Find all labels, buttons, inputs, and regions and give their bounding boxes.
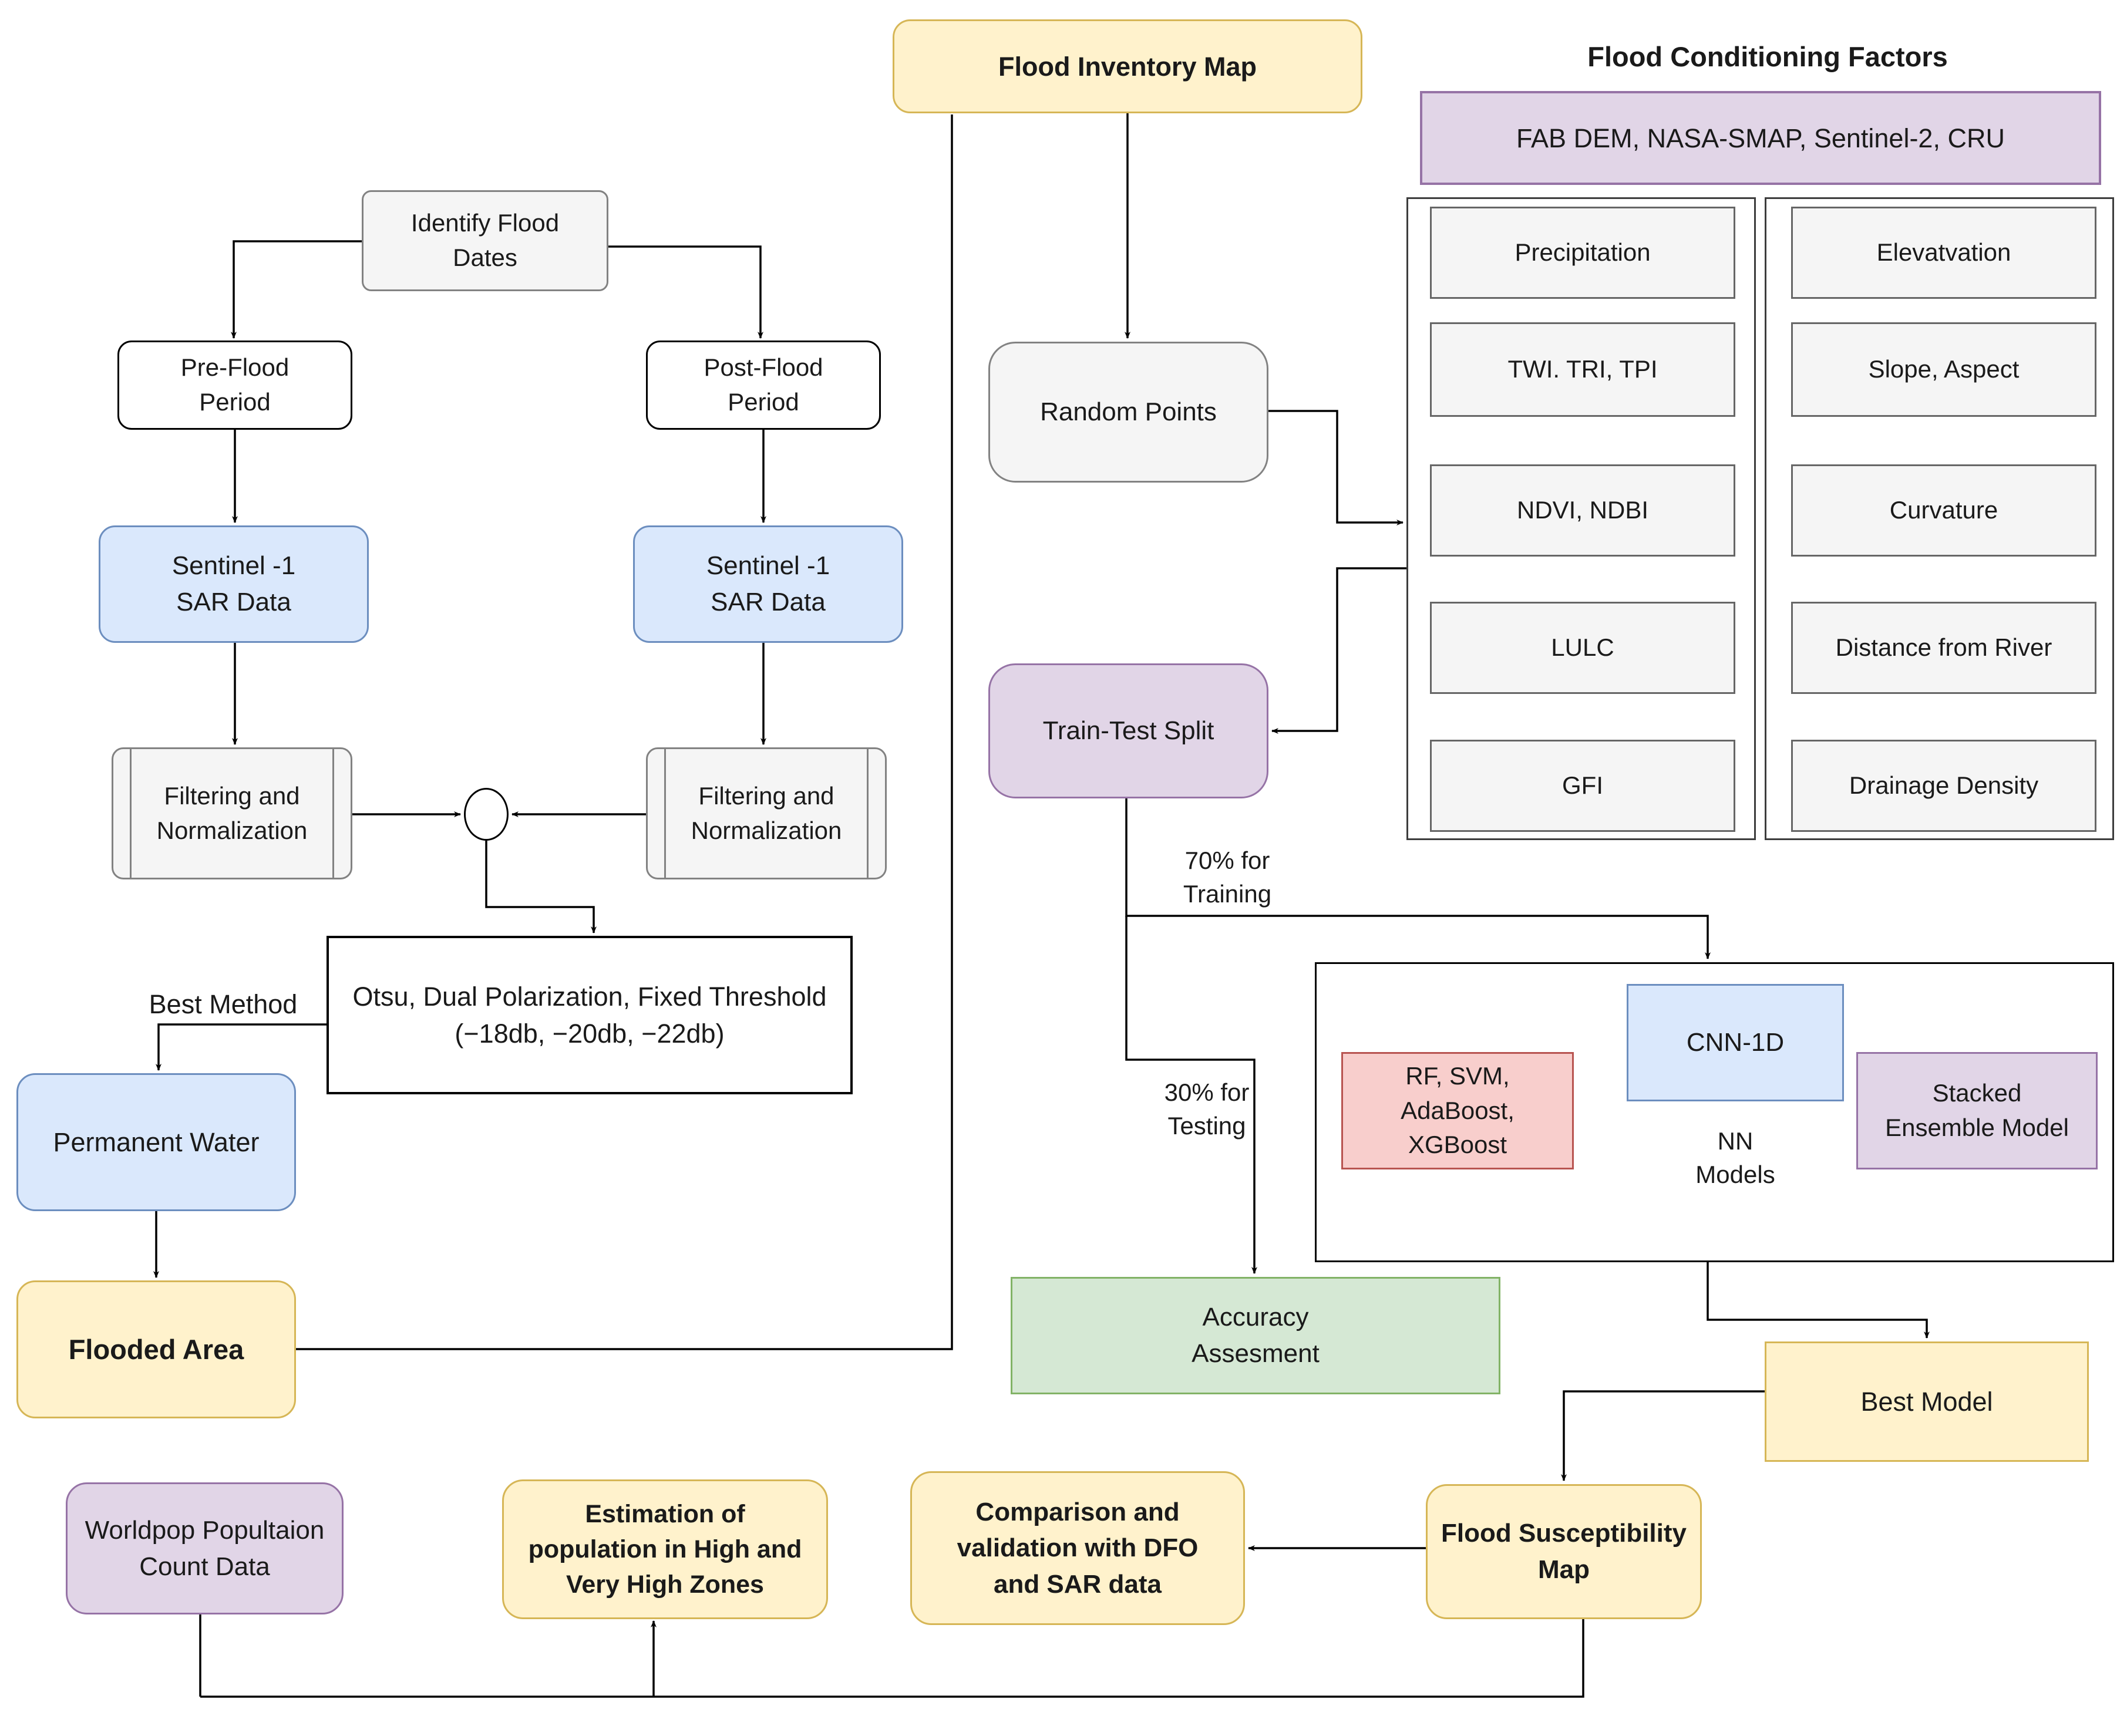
edge-models-to-bestmodel xyxy=(1707,1262,1930,1339)
factor-precipitation: Precipitation xyxy=(1430,207,1735,299)
factor-elevation: Elevatvation xyxy=(1791,207,2096,299)
factor-slope-aspect: Slope, Aspect xyxy=(1791,322,2096,417)
edge-junction-to-otsu xyxy=(485,841,597,933)
node-rf-svm-adaboost-xgboost: RF, SVM, AdaBoost, XGBoost xyxy=(1341,1052,1574,1169)
testing-split-label: 30% for Testing xyxy=(1164,1078,1250,1140)
node-filtering-left: Filtering and Normalization xyxy=(112,747,352,879)
edge-identify-to-postflood xyxy=(608,245,763,339)
training-split-label: 70% for Training xyxy=(1183,846,1272,908)
process-side-bar xyxy=(867,749,869,878)
factor-curvature: Curvature xyxy=(1791,464,2096,557)
node-otsu-threshold: Otsu, Dual Polarization, Fixed Threshold… xyxy=(327,936,853,1094)
node-train-test-split: Train-Test Split xyxy=(988,663,1268,798)
node-permanent-water: Permanent Water xyxy=(16,1073,296,1211)
edge-traintest-to-accuracy-30 xyxy=(1125,916,1257,1274)
node-flood-inventory-map: Flood Inventory Map xyxy=(893,19,1362,113)
node-flooded-area: Flooded Area xyxy=(16,1280,296,1418)
node-filtering-right-label: Filtering and Normalization xyxy=(691,781,842,844)
node-estimation-population: Estimation of population in High and Ver… xyxy=(502,1479,828,1619)
node-factor-sources: FAB DEM, NASA-SMAP, Sentinel-2, CRU xyxy=(1420,91,2101,185)
merge-junction-circle xyxy=(464,788,509,841)
factor-ndvi-ndbi: NDVI, NDBI xyxy=(1430,464,1735,557)
process-side-bar xyxy=(332,749,334,878)
node-identify-flood-dates: Identify Flood Dates xyxy=(362,190,608,291)
process-side-bar xyxy=(664,749,666,878)
factor-distance-river: Distance from River xyxy=(1791,602,2096,694)
node-worldpop-data: Worldpop Popultaion Count Data xyxy=(66,1482,344,1614)
process-side-bar xyxy=(130,749,132,878)
node-filtering-left-label: Filtering and Normalization xyxy=(156,781,308,844)
node-stacked-ensemble: Stacked Ensemble Model xyxy=(1856,1052,2098,1169)
node-best-model: Best Model xyxy=(1765,1341,2089,1462)
factor-lulc: LULC xyxy=(1430,602,1735,694)
factors-title: Flood Conditioning Factors xyxy=(1587,41,1948,73)
node-flood-susceptibility-map: Flood Susceptibility Map xyxy=(1426,1484,1702,1619)
node-cnn-1d: CNN-1D xyxy=(1627,984,1844,1101)
best-method-label: Best Method xyxy=(149,989,298,1019)
nn-models-label: NN Models xyxy=(1695,1127,1775,1188)
node-filtering-right: Filtering and Normalization xyxy=(646,747,887,879)
node-random-points: Random Points xyxy=(988,342,1268,483)
edge-floodedarea-to-inventory xyxy=(296,114,953,1350)
edge-bestmodel-to-fsm xyxy=(1561,1390,1765,1481)
factor-drainage-density: Drainage Density xyxy=(1791,740,2096,832)
edge-randompoints-to-factors xyxy=(1268,410,1404,525)
node-accuracy-assessment: Accuracy Assesment xyxy=(1011,1277,1500,1394)
node-pre-flood-period: Pre-Flood Period xyxy=(117,341,352,430)
node-sentinel-sar-left: Sentinel -1 SAR Data xyxy=(99,525,369,643)
edge-identify-to-preflood xyxy=(231,240,362,339)
edge-fsm-to-bottom-rail xyxy=(200,1619,1584,1698)
node-post-flood-period: Post-Flood Period xyxy=(646,341,881,430)
node-sentinel-sar-right: Sentinel -1 SAR Data xyxy=(633,525,903,643)
edge-traintest-to-models-70 xyxy=(1125,798,1711,959)
factor-gfi: GFI xyxy=(1430,740,1735,832)
edge-factors-to-traintest xyxy=(1271,567,1406,734)
node-comparison-validation: Comparison and validation with DFO and S… xyxy=(910,1471,1245,1625)
factor-twi-tri-tpi: TWI. TRI, TPI xyxy=(1430,322,1735,417)
edge-otsu-to-permanentwater xyxy=(156,1023,327,1071)
